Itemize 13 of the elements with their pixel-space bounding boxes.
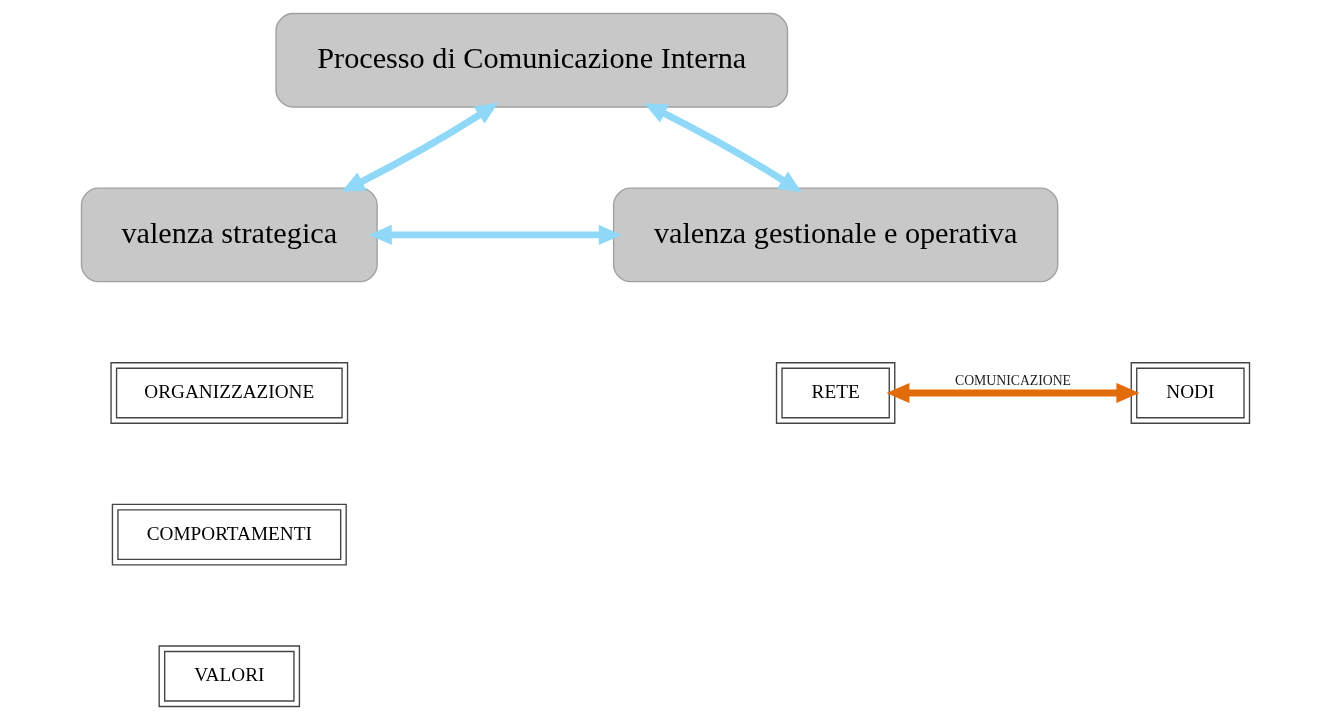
arrow <box>643 103 802 193</box>
node-box: COMPORTAMENTI <box>111 503 347 566</box>
arrow <box>368 224 622 245</box>
node-box: valenza strategica <box>80 187 378 283</box>
arrow <box>886 382 1140 404</box>
node-box: VALORI <box>158 645 301 708</box>
arrow <box>341 102 499 192</box>
edge-label: COMUNICAZIONE <box>955 372 1071 388</box>
node-box: valenza gestionale e operativa <box>612 187 1059 283</box>
node-box: RETE <box>775 362 896 424</box>
node-box: ORGANIZZAZIONE <box>110 362 349 424</box>
node-box: Processo di Comunicazione Interna <box>275 12 789 108</box>
node-box: NODI <box>1130 362 1251 424</box>
